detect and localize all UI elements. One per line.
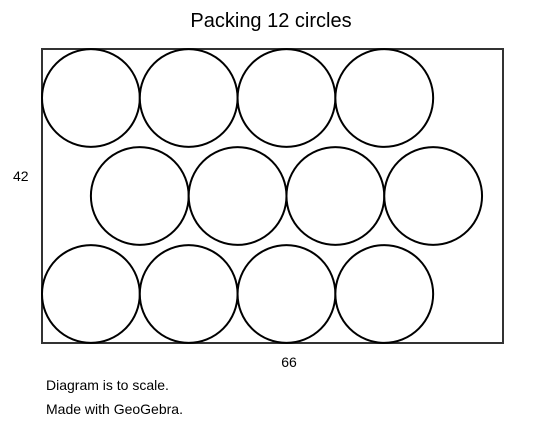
credit-note: Made with GeoGebra. [46, 401, 183, 417]
packed-circle [40, 244, 141, 344]
packed-circle [236, 48, 337, 148]
container-rectangle [41, 48, 504, 344]
packed-circle [138, 48, 239, 148]
width-label: 66 [281, 354, 297, 370]
scale-note: Diagram is to scale. [46, 377, 169, 393]
packed-circle [138, 244, 239, 344]
packed-circle [285, 146, 386, 246]
packed-circle [89, 146, 190, 246]
packed-circle [40, 48, 141, 148]
height-label: 42 [13, 168, 29, 184]
packed-circle [187, 146, 288, 246]
circle-group [40, 48, 484, 344]
packed-circle [334, 48, 435, 148]
diagram-title: Packing 12 circles [190, 10, 352, 32]
packed-circle [334, 244, 435, 344]
packed-circle [236, 244, 337, 344]
packed-circle [383, 146, 484, 246]
